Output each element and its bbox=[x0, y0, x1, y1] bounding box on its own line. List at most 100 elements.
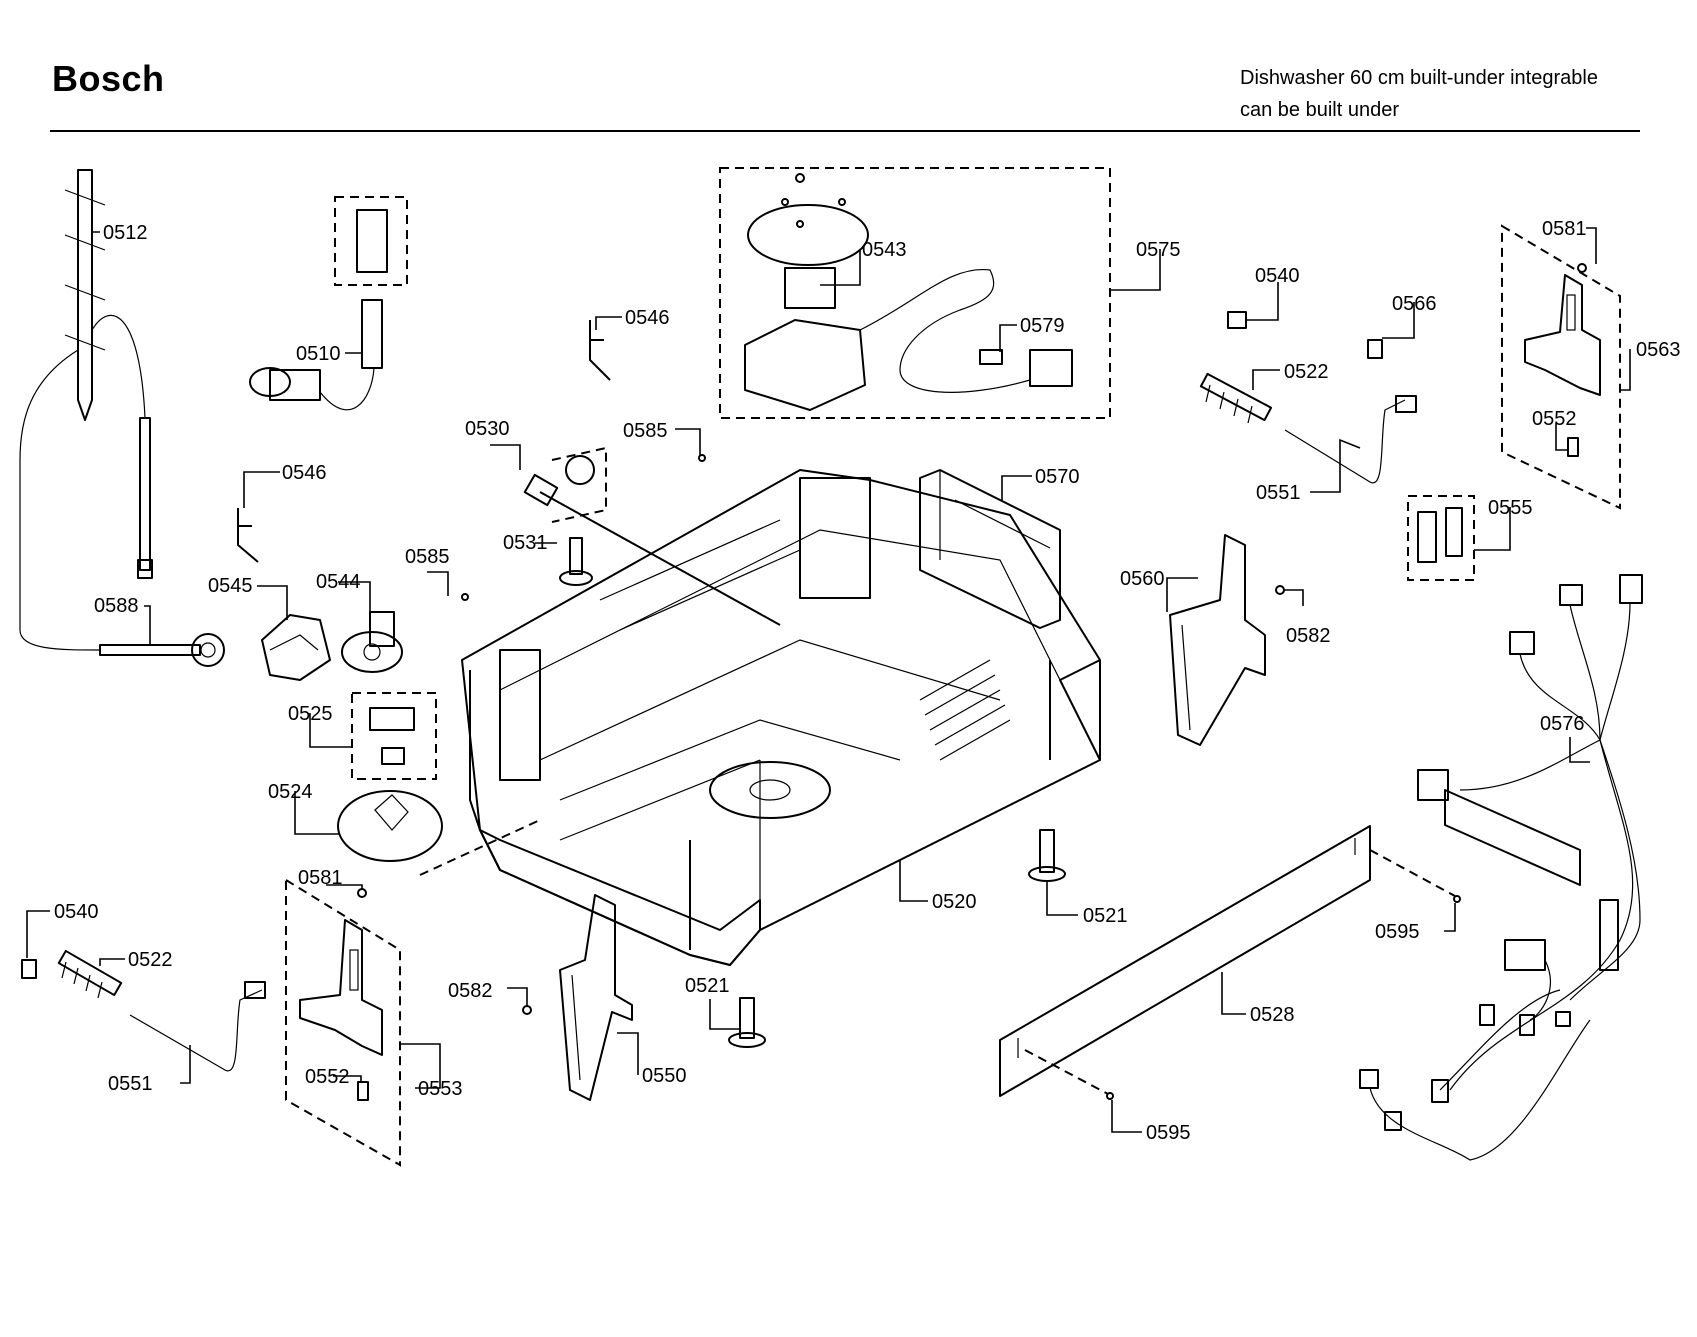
label-0551-right: 0551 bbox=[1256, 482, 1301, 504]
drive-shaft-part bbox=[523, 455, 781, 626]
label-0531: 0531 bbox=[503, 532, 548, 554]
hinge-part-far-right bbox=[1524, 274, 1601, 396]
base-tub-part bbox=[461, 469, 1101, 966]
nozzle-part bbox=[369, 707, 415, 765]
rope-clip-left bbox=[244, 981, 266, 999]
inlet-bracket-part bbox=[261, 614, 331, 681]
group-box-0575 bbox=[719, 167, 1111, 419]
dashed-leader-0524 bbox=[419, 819, 541, 876]
rope-part-right bbox=[1284, 399, 1406, 484]
appliance-description: Dishwasher 60 cm built-under integrable … bbox=[1240, 62, 1598, 126]
group-box-0553 bbox=[285, 878, 401, 1167]
brand-title: Bosch bbox=[52, 58, 165, 99]
description-line-1: Dishwasher 60 cm built-under integrable bbox=[1240, 67, 1598, 89]
label-0540-right: 0540 bbox=[1255, 265, 1300, 287]
label-0522-right: 0522 bbox=[1284, 361, 1329, 383]
label-0520: 0520 bbox=[932, 891, 977, 913]
label-0544: 0544 bbox=[316, 571, 361, 593]
screw-0581-left bbox=[357, 888, 367, 898]
switch-part-left bbox=[21, 959, 37, 979]
label-0579: 0579 bbox=[1020, 315, 1065, 337]
label-0588: 0588 bbox=[94, 595, 139, 617]
label-0595-left: 0595 bbox=[1146, 1122, 1191, 1144]
label-0546-lower: 0546 bbox=[282, 462, 327, 484]
label-0551-left: 0551 bbox=[108, 1073, 153, 1095]
label-0563: 0563 bbox=[1636, 339, 1681, 361]
inlet-valve-part bbox=[341, 611, 403, 673]
clip-part-lower bbox=[237, 508, 259, 563]
label-0552-left: 0552 bbox=[305, 1066, 350, 1088]
hinge-part-right bbox=[1169, 534, 1266, 746]
description-line-2: can be built under bbox=[1240, 99, 1400, 121]
group-box-0530 bbox=[551, 446, 607, 523]
foot-screw-right bbox=[1028, 829, 1066, 882]
wiring-harness-part bbox=[1359, 574, 1643, 1161]
hinge-spring-part-right bbox=[1199, 372, 1273, 424]
label-0530: 0530 bbox=[465, 418, 510, 440]
label-0510: 0510 bbox=[296, 343, 341, 365]
label-0581-right: 0581 bbox=[1542, 218, 1587, 240]
label-0553: 0553 bbox=[418, 1078, 463, 1100]
label-0522-left: 0522 bbox=[128, 949, 173, 971]
label-0512: 0512 bbox=[103, 222, 148, 244]
sensor-part-0566 bbox=[1367, 339, 1383, 359]
foot-screw-center bbox=[728, 997, 766, 1048]
screw-0595-right bbox=[1453, 895, 1461, 903]
switch-part-right bbox=[1227, 311, 1247, 329]
screw-0582-left bbox=[522, 1005, 532, 1015]
hinge-part-left bbox=[299, 919, 383, 1056]
hinge-clip-left bbox=[357, 1081, 369, 1101]
group-box-0510 bbox=[334, 196, 408, 286]
rope-part-left bbox=[129, 989, 263, 1072]
label-0521-center: 0521 bbox=[685, 975, 730, 997]
label-0582-left: 0582 bbox=[448, 980, 493, 1002]
guide-part-0555-b bbox=[1445, 507, 1463, 557]
screw-0582-right bbox=[1275, 585, 1285, 595]
label-0546-upper: 0546 bbox=[625, 307, 670, 329]
label-0582-right: 0582 bbox=[1286, 625, 1331, 647]
label-0552-right: 0552 bbox=[1532, 408, 1577, 430]
label-0575: 0575 bbox=[1136, 239, 1181, 261]
feet-screw-part bbox=[559, 537, 593, 586]
label-0581-left: 0581 bbox=[298, 867, 343, 889]
group-box-0563 bbox=[1501, 224, 1621, 510]
float-plate-part bbox=[337, 790, 443, 862]
label-0524: 0524 bbox=[268, 781, 313, 803]
part-labels: 0512 0510 0546 0546 0530 0585 0531 0585 … bbox=[54, 218, 1681, 1144]
label-0555: 0555 bbox=[1488, 497, 1533, 519]
label-0550: 0550 bbox=[642, 1065, 687, 1087]
label-0576: 0576 bbox=[1540, 713, 1585, 735]
hinge-spring-part-left bbox=[57, 949, 123, 999]
label-0525: 0525 bbox=[288, 703, 333, 725]
tub-vent-ribs bbox=[919, 659, 1011, 761]
label-0570: 0570 bbox=[1035, 466, 1080, 488]
hinge-clip-right bbox=[1567, 437, 1579, 457]
dashed-leader-0595-left bbox=[1024, 1049, 1109, 1095]
label-0540-left: 0540 bbox=[54, 901, 99, 923]
group-box-0525 bbox=[351, 692, 437, 780]
spindle-part bbox=[99, 633, 225, 667]
label-0521-right: 0521 bbox=[1083, 905, 1128, 927]
pump-assembly-part bbox=[744, 173, 1073, 411]
label-0585-lower: 0585 bbox=[405, 546, 450, 568]
dashed-leader-0595-right bbox=[1369, 849, 1456, 897]
label-0560: 0560 bbox=[1120, 568, 1165, 590]
aquasensor-part bbox=[249, 209, 388, 411]
screw-0585-lower bbox=[461, 593, 469, 601]
guide-part-0555-a bbox=[1417, 511, 1437, 563]
screw-0581-right bbox=[1577, 263, 1587, 273]
header-divider bbox=[50, 130, 1640, 132]
float-rod-part bbox=[19, 169, 153, 651]
leader-lines bbox=[26, 227, 1631, 1133]
screw-0595-left bbox=[1106, 1092, 1114, 1100]
clip-part-upper bbox=[589, 320, 611, 381]
label-0566: 0566 bbox=[1392, 293, 1437, 315]
label-0528: 0528 bbox=[1250, 1004, 1295, 1026]
label-0585-upper: 0585 bbox=[623, 420, 668, 442]
label-0543: 0543 bbox=[862, 239, 907, 261]
toe-panel-part bbox=[999, 825, 1371, 1097]
hinge-part-center bbox=[559, 894, 633, 1101]
control-module-part bbox=[919, 469, 1061, 629]
screw-0585-upper bbox=[698, 454, 706, 462]
